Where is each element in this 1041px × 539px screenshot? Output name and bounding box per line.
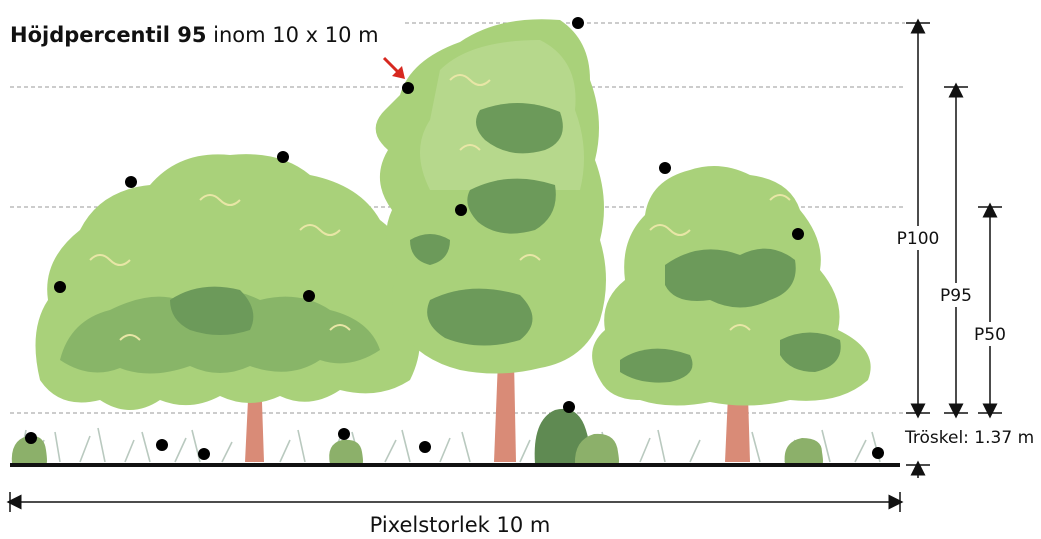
shrub-5 — [785, 438, 823, 464]
lidar-point — [455, 204, 467, 216]
lidar-point — [303, 290, 315, 302]
lidar-point — [198, 448, 210, 460]
tree-right — [592, 166, 871, 462]
diagram-title-bold: Höjdpercentil 95 — [10, 23, 206, 47]
lidar-point — [563, 401, 575, 413]
tree-left — [36, 154, 421, 462]
p95-label: P95 — [940, 286, 972, 306]
lidar-point-p95 — [402, 82, 414, 94]
lidar-point — [338, 428, 350, 440]
shrub-2 — [329, 440, 363, 464]
p100-label: P100 — [897, 229, 940, 249]
shrubs — [12, 409, 823, 464]
diagram-title-rest: inom 10 x 10 m — [206, 23, 378, 47]
lidar-point — [572, 17, 584, 29]
pixel-size-label: Pixelstorlek 10 m — [370, 513, 551, 537]
threshold-label: Tröskel: 1.37 m — [904, 428, 1034, 448]
grass — [20, 428, 880, 462]
lidar-point — [792, 228, 804, 240]
p50-label: P50 — [974, 325, 1006, 345]
lidar-point — [277, 151, 289, 163]
lidar-point — [54, 281, 66, 293]
red-pointer-arrow-icon — [384, 58, 405, 79]
diagram-title: Höjdpercentil 95 inom 10 x 10 m — [10, 23, 379, 47]
lidar-point — [125, 176, 137, 188]
lidar-point — [419, 441, 431, 453]
measurement-arrows — [906, 23, 1002, 478]
tree-middle-trunk — [494, 360, 516, 462]
lidar-point — [156, 439, 168, 451]
lidar-point — [659, 162, 671, 174]
lidar-point — [25, 432, 37, 444]
lidar-point — [872, 447, 884, 459]
